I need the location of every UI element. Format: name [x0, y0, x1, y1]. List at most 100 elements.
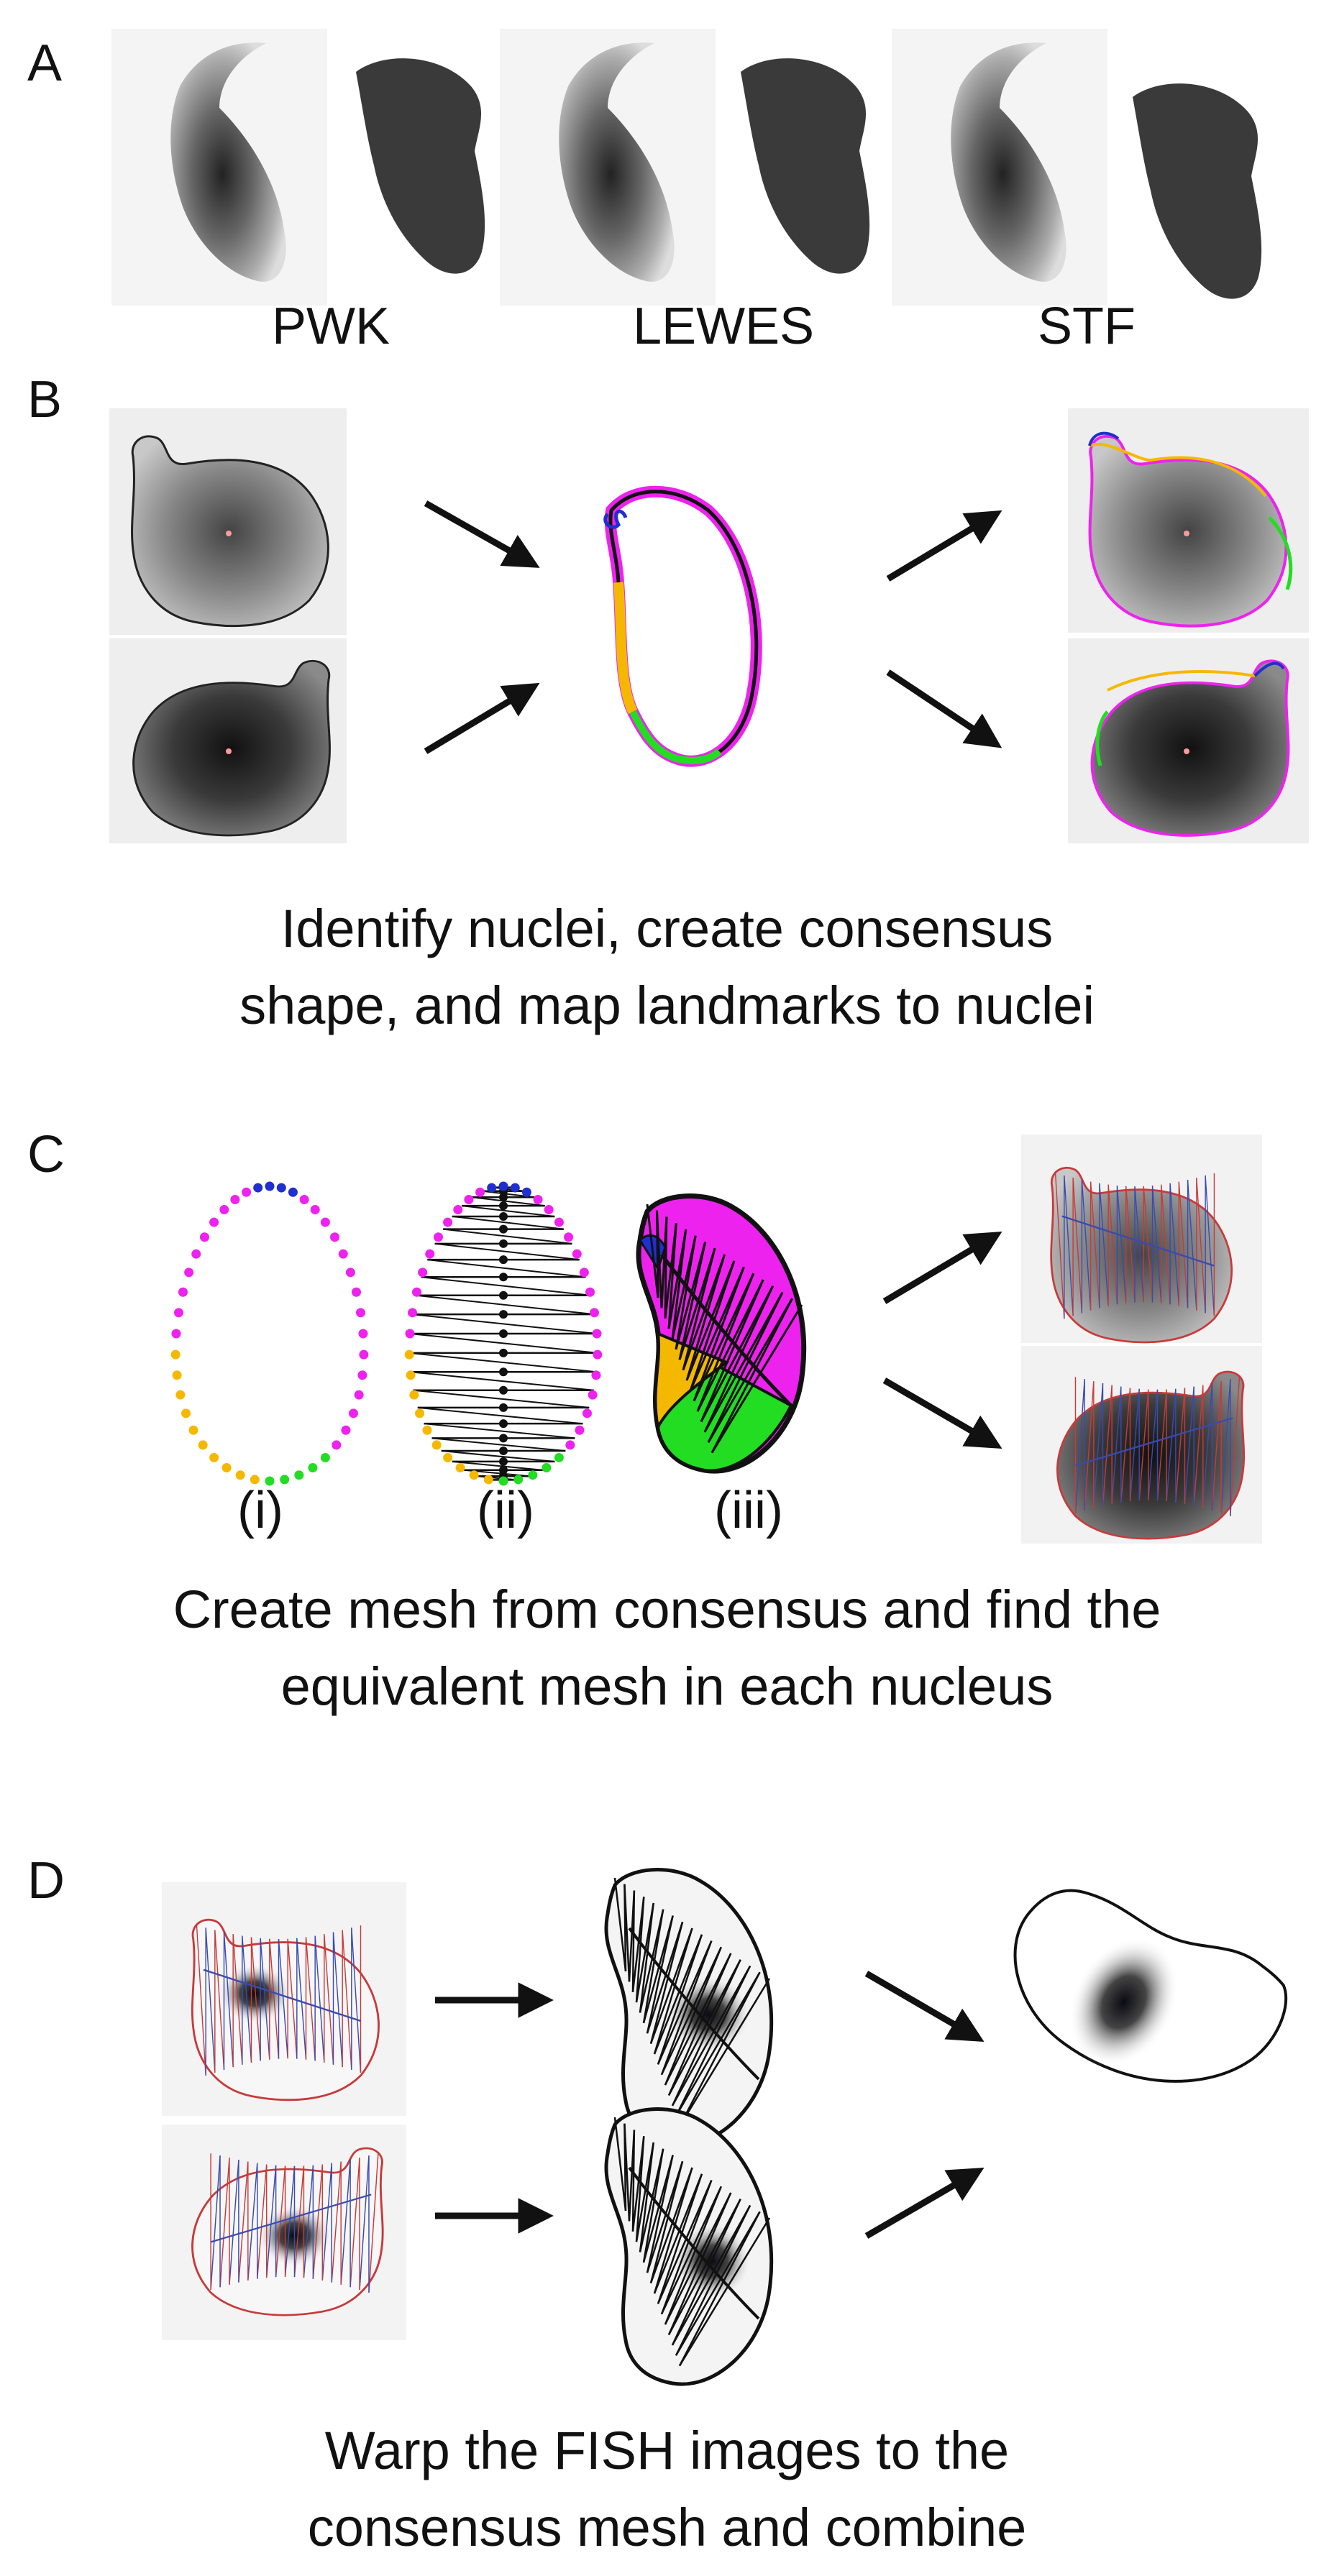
step-label-iii: (iii) — [714, 1482, 783, 1539]
landmark-point — [487, 1183, 497, 1193]
landmark-point — [592, 1329, 602, 1339]
landmark-point — [415, 1408, 425, 1418]
landmark-point — [498, 1476, 508, 1486]
mesh-line — [642, 1909, 664, 2024]
mesh-line — [667, 1953, 732, 2096]
mesh-line — [1211, 1381, 1222, 1511]
mesh-line — [340, 2159, 351, 2285]
lewes-silhouette — [741, 58, 870, 274]
landmark-point — [585, 1287, 595, 1297]
mesh-line — [269, 1938, 280, 2059]
mesh-line — [700, 1279, 764, 1423]
mesh-line — [660, 1946, 722, 2076]
mesh-midpoint — [499, 1310, 508, 1319]
arrow-b-out-bottom — [886, 669, 1002, 748]
mesh-line — [689, 1266, 745, 1391]
consensus-outline-b — [603, 485, 762, 767]
mesh-line — [711, 1298, 793, 1454]
mesh-line — [441, 1450, 555, 1462]
mesh-line — [1151, 1186, 1162, 1303]
landmark-point — [198, 1440, 208, 1450]
mesh-midpoint — [499, 1348, 508, 1357]
mesh-line — [1089, 1181, 1100, 1308]
mesh-line — [667, 1223, 677, 1329]
panel-label-c: C — [27, 1126, 65, 1183]
mesh-line — [675, 1235, 697, 1350]
mesh-midpoint — [499, 1211, 508, 1221]
combined-consensus-d — [980, 1856, 1302, 2132]
landmark-point — [209, 1217, 219, 1227]
arrow-b-out-top — [886, 510, 1002, 582]
stf-nucleus-image — [892, 29, 1107, 306]
landmark-point — [455, 1462, 465, 1472]
mesh-line — [660, 1940, 713, 2076]
strain-label-pwk: PWK — [272, 298, 390, 355]
landmark-point — [453, 1205, 463, 1215]
mesh-line — [1120, 1388, 1131, 1503]
landmark-point — [528, 1470, 538, 1480]
landmark-point — [242, 1187, 252, 1197]
mesh-midpoint — [499, 1419, 508, 1429]
mesh-line — [1102, 1385, 1113, 1506]
landmark-point — [425, 1249, 435, 1259]
landmark-point — [320, 1217, 330, 1227]
panel-label-d: D — [27, 1852, 65, 1910]
landmark-point — [513, 1475, 524, 1485]
step-label-i: (i) — [237, 1482, 283, 1539]
mesh-midpoint — [499, 1273, 508, 1282]
landmark-point — [572, 1249, 582, 1259]
landmark-point — [469, 1470, 479, 1480]
landmark-point — [170, 1349, 181, 1360]
mesh-line — [678, 1242, 707, 1360]
lewes-nucleus-image — [500, 29, 716, 306]
arrow-b-in-bottom — [424, 682, 540, 754]
mesh-line — [635, 2136, 645, 2242]
mesh-line — [675, 1971, 761, 2117]
mesh-line — [351, 1928, 362, 2073]
mesh-line — [649, 1921, 684, 2044]
mesh-line — [1081, 1179, 1092, 1311]
mesh-line — [314, 1935, 325, 2063]
mesh-line — [642, 2148, 664, 2263]
mesh-line — [653, 2167, 693, 2294]
strain-label-lewes: LEWES — [633, 298, 815, 355]
mesh-midpoint — [499, 1201, 508, 1211]
landmark-point — [355, 1308, 365, 1318]
landmark-point — [542, 1462, 552, 1472]
arrow-c-out-top — [882, 1231, 1002, 1304]
mesh-line — [205, 1928, 216, 2073]
landmark-point — [408, 1308, 418, 1318]
mesh-line — [678, 2211, 761, 2367]
landmark-point — [338, 1249, 348, 1259]
mesh-line-spine — [210, 2194, 372, 2243]
mesh-line — [657, 1940, 713, 2065]
landmark-point — [253, 1183, 263, 1193]
caption-b-line-2: shape, and map landmarks to nuclei — [239, 976, 1095, 1036]
landmark-point — [443, 1217, 453, 1227]
caption-c-line-1: Create mesh from consensus and find the — [173, 1580, 1161, 1639]
mesh-line — [1156, 1389, 1167, 1501]
caption-b: Identify nuclei, create consensus shape,… — [0, 890, 1334, 1045]
landmark-point — [443, 1452, 453, 1462]
mesh-line — [472, 1196, 545, 1207]
landmark-point — [345, 1268, 355, 1278]
mesh-line — [210, 2155, 221, 2291]
mesh-line — [296, 1938, 307, 2060]
mesh-midpoint — [499, 1291, 508, 1300]
landmark-point — [564, 1232, 574, 1242]
mesh-line — [238, 2161, 249, 2283]
mesh-midpoint — [499, 1434, 508, 1443]
mesh-line — [685, 1254, 726, 1381]
landmark-point — [188, 1425, 198, 1435]
mesh-line — [1072, 1178, 1083, 1314]
pwk-silhouette — [356, 58, 485, 274]
landmark-point — [554, 1452, 564, 1462]
landmark-point — [359, 1349, 369, 1360]
mesh-line-spine — [203, 1968, 361, 2022]
mesh-line — [667, 1959, 741, 2096]
mesh-line — [293, 2165, 305, 2278]
landmark-point — [409, 1390, 419, 1400]
landmark-point — [544, 1205, 554, 1215]
mesh-line — [332, 1932, 343, 2068]
